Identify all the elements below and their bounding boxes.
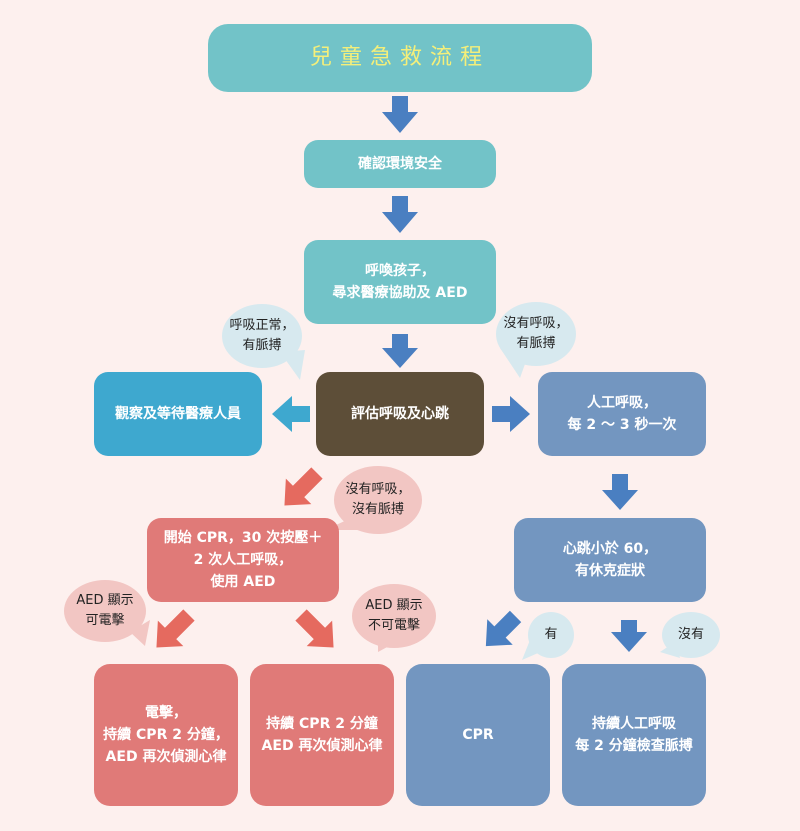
title-box: 兒童急救流程 bbox=[208, 24, 592, 92]
bubble-aed-shockable: AED 顯示 可電擊 bbox=[64, 580, 146, 642]
arrow-diagonal bbox=[485, 610, 522, 647]
node-observe-wait: 觀察及等待醫療人員 bbox=[94, 372, 262, 456]
arrow-down bbox=[611, 620, 647, 652]
node-continue-cpr: 持續 CPR 2 分鐘 AED 再次偵測心律 bbox=[250, 664, 394, 806]
arrow-down bbox=[602, 474, 638, 510]
bubble-no-breathing-no-pulse: 沒有呼吸， 沒有脈搏 bbox=[334, 466, 422, 534]
node-assess: 評估呼吸及心跳 bbox=[316, 372, 484, 456]
node-cpr: CPR bbox=[406, 664, 550, 806]
bubble-yes: 有 bbox=[528, 612, 574, 658]
node-heart-rate: 心跳小於 60， 有休克症狀 bbox=[514, 518, 706, 602]
bubble-tail bbox=[130, 620, 150, 646]
bubble-no: 沒有 bbox=[662, 612, 720, 658]
arrow-down bbox=[382, 334, 418, 368]
bubble-aed-not-shockable: AED 顯示 不可電擊 bbox=[352, 584, 436, 648]
arrow-diagonal bbox=[156, 609, 195, 648]
arrow-diagonal bbox=[295, 609, 334, 648]
node-call-child: 呼喚孩子， 尋求醫療協助及 AED bbox=[304, 240, 496, 324]
arrow-left bbox=[272, 396, 310, 432]
arrow-down bbox=[382, 96, 418, 133]
arrow-down bbox=[382, 196, 418, 233]
arrow-right bbox=[492, 396, 530, 432]
node-continue-breathing: 持續人工呼吸 每 2 分鐘檢查脈搏 bbox=[562, 664, 706, 806]
bubble-normal-breathing: 呼吸正常， 有脈搏 bbox=[222, 304, 302, 368]
node-confirm-safety: 確認環境安全 bbox=[304, 140, 496, 188]
node-start-cpr: 開始 CPR，30 次按壓＋ 2 次人工呼吸， 使用 AED bbox=[147, 518, 339, 602]
page-title: 兒童急救流程 bbox=[309, 45, 490, 70]
node-rescue-breathing: 人工呼吸， 每 2 ～ 3 秒一次 bbox=[538, 372, 706, 456]
arrow-diagonal bbox=[284, 467, 323, 506]
node-shock: 電擊， 持續 CPR 2 分鐘， AED 再次偵測心律 bbox=[94, 664, 238, 806]
bubble-no-breathing-pulse: 沒有呼吸， 有脈搏 bbox=[496, 302, 576, 366]
